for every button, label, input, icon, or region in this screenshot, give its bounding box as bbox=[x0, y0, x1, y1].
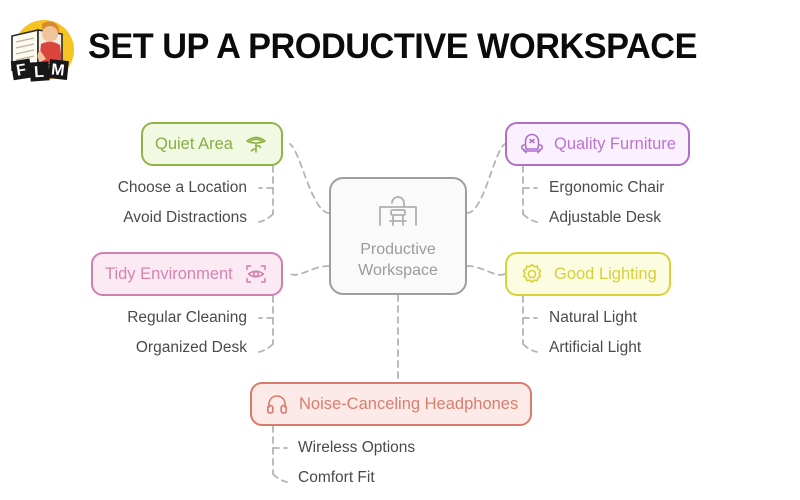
link-quiet-area-child-1 bbox=[258, 213, 274, 223]
link-headphones-child-1 bbox=[272, 473, 288, 483]
link-center-quiet-area bbox=[289, 143, 330, 214]
link-tidy-environment-child-1 bbox=[258, 343, 274, 353]
link-good-lighting-child-1 bbox=[522, 343, 538, 353]
link-center-quality-furniture bbox=[466, 143, 506, 214]
branch-node-tidy-environment[interactable]: Tidy Environment bbox=[91, 252, 283, 296]
sub-item-label: Choose a Location bbox=[117, 179, 247, 196]
branch-node-quiet-area[interactable]: Quiet Area bbox=[141, 122, 283, 166]
branch-label-good-lighting: Good Lighting bbox=[554, 264, 657, 283]
sub-item-label: Organized Desk bbox=[135, 339, 247, 356]
sub-item-natural-light[interactable]: Natural Light bbox=[549, 308, 637, 328]
logo-letter-f: F bbox=[15, 61, 28, 79]
link-center-tidy-environment bbox=[289, 265, 330, 276]
sub-item-label: Regular Cleaning bbox=[127, 309, 247, 326]
sub-item-avoid-distractions[interactable]: Avoid Distractions bbox=[60, 208, 247, 228]
logo-letter-l: L bbox=[34, 64, 45, 82]
center-node-productive-workspace[interactable]: Productive Workspace bbox=[329, 177, 467, 295]
sub-item-label: Adjustable Desk bbox=[549, 209, 662, 226]
branch-label-noise-canceling-headphones: Noise-Canceling Headphones bbox=[299, 394, 519, 413]
sub-item-wireless-options[interactable]: Wireless Options bbox=[298, 438, 415, 458]
branch-node-quality-furniture[interactable]: Quality Furniture bbox=[505, 122, 690, 166]
sub-item-label: Natural Light bbox=[549, 309, 637, 326]
sub-item-label: Wireless Options bbox=[298, 439, 416, 456]
sub-item-organized-desk[interactable]: Organized Desk bbox=[60, 338, 247, 358]
sub-item-adjustable-desk[interactable]: Adjustable Desk bbox=[549, 208, 661, 228]
center-node-label-line2: Workspace bbox=[358, 261, 438, 279]
sun-icon bbox=[519, 261, 545, 287]
eye-scan-icon bbox=[243, 261, 269, 287]
sub-item-comfort-fit[interactable]: Comfort Fit bbox=[298, 468, 375, 488]
sub-item-label: Avoid Distractions bbox=[123, 209, 247, 226]
branch-label-tidy-environment: Tidy Environment bbox=[105, 264, 233, 283]
branch-label-quality-furniture: Quality Furniture bbox=[554, 134, 676, 153]
sub-item-choose-a-location[interactable]: Choose a Location bbox=[60, 178, 247, 198]
branch-node-good-lighting[interactable]: Good Lighting bbox=[505, 252, 671, 296]
branch-label-quiet-area: Quiet Area bbox=[155, 134, 233, 153]
sub-item-ergonomic-chair[interactable]: Ergonomic Chair bbox=[549, 178, 664, 198]
sub-item-label: Comfort Fit bbox=[298, 469, 375, 486]
link-quality-furniture-child-1 bbox=[522, 213, 538, 223]
page-title: SET UP A PRODUCTIVE WORKSPACE bbox=[88, 27, 697, 66]
sub-item-artificial-light[interactable]: Artificial Light bbox=[549, 338, 641, 358]
link-center-good-lighting bbox=[466, 265, 506, 276]
sub-item-regular-cleaning[interactable]: Regular Cleaning bbox=[60, 308, 247, 328]
headphones-icon bbox=[264, 391, 290, 417]
desk-chair-icon bbox=[376, 192, 420, 233]
armchair-icon bbox=[519, 131, 545, 157]
branch-node-noise-canceling-headphones[interactable]: Noise-Canceling Headphones bbox=[250, 382, 533, 426]
sub-item-label: Artificial Light bbox=[549, 339, 642, 356]
page-header: F L M SET UP A PRODUCTIVE WORKSPACE bbox=[0, 0, 800, 100]
sub-item-label: Ergonomic Chair bbox=[549, 179, 665, 196]
center-node-label-line1: Productive bbox=[360, 240, 436, 258]
logo-letter-m: M bbox=[50, 61, 65, 79]
mushroom-tree-icon bbox=[243, 131, 269, 157]
flm-logo: F L M bbox=[8, 14, 76, 84]
